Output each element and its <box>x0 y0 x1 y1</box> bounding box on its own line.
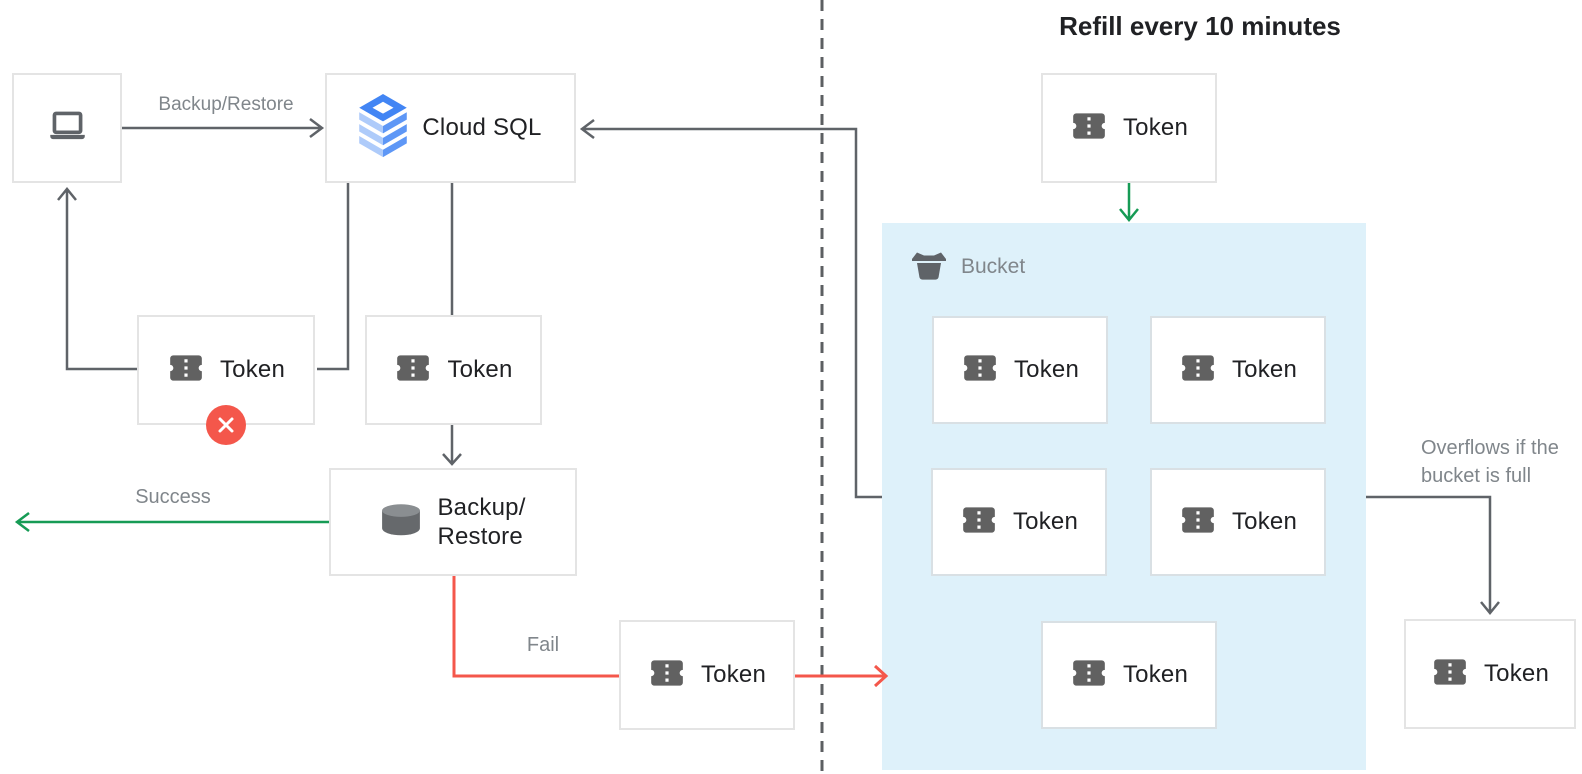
line-cloudsql-to-rejected-token <box>317 183 350 371</box>
token-node-refill: Token <box>1041 73 1217 183</box>
token-node-bucket-3: Token <box>931 468 1107 576</box>
overflow-note-line1: Overflows if the <box>1421 437 1559 459</box>
token-label: Token <box>1012 508 1079 535</box>
bucket-region: Bucket Token Token Token Token Token <box>882 223 1366 770</box>
arrow-token-to-backup-restore <box>442 425 462 466</box>
cloud-sql-label: Cloud SQL <box>422 114 542 141</box>
overflow-note-line2: bucket is full <box>1421 465 1532 487</box>
token-node-bucket-2: Token <box>1150 316 1326 424</box>
ticket-icon <box>960 501 998 544</box>
token-node-bucket-4: Token <box>1150 468 1326 576</box>
laptop-icon <box>44 103 90 154</box>
request-arrow-label: Backup/Restore <box>158 94 294 115</box>
token-label: Token <box>1231 508 1298 535</box>
token-label: Token <box>1231 356 1298 383</box>
token-node-bucket-1: Token <box>932 316 1108 424</box>
line-fail-to-token <box>452 576 619 678</box>
token-label: Token <box>1122 661 1189 688</box>
client-node <box>12 73 122 183</box>
ticket-icon <box>167 349 205 392</box>
error-x-icon <box>206 405 246 445</box>
arrow-fail-token-to-bucket <box>795 664 889 688</box>
token-node-failed: Token <box>619 620 795 730</box>
backup-restore-node: Backup/ Restore <box>329 468 577 576</box>
token-node-bucket-5: Token <box>1041 621 1217 729</box>
backup-restore-line2: Restore <box>437 523 523 550</box>
arrow-client-to-cloudsql <box>122 118 325 138</box>
arrow-bucket-to-cloudsql <box>579 119 882 499</box>
arrow-success <box>14 512 329 532</box>
success-label: Success <box>135 486 211 508</box>
token-node-overflow: Token <box>1404 619 1576 729</box>
token-label: Token <box>1013 356 1080 383</box>
ticket-icon <box>1070 107 1108 150</box>
backup-restore-label: Backup/ Restore <box>437 493 525 551</box>
overflow-note: Overflows if the bucket is full <box>1421 434 1559 490</box>
arrow-rejected-token-to-client <box>57 187 137 371</box>
ticket-icon <box>1179 501 1217 544</box>
token-label: Token <box>1483 660 1550 687</box>
backup-restore-line1: Backup/ <box>437 494 526 521</box>
bucket-header: Bucket <box>910 249 1025 285</box>
ticket-icon <box>394 349 432 392</box>
token-label: Token <box>219 356 286 383</box>
ticket-icon <box>1070 654 1108 697</box>
refill-title: Refill every 10 minutes <box>1059 11 1341 41</box>
cloud-sql-icon <box>359 93 408 163</box>
arrow-refill-token-to-bucket <box>1119 183 1139 222</box>
bucket-label: Bucket <box>961 255 1026 278</box>
bucket-icon <box>910 249 948 285</box>
fail-label: Fail <box>526 634 560 656</box>
ticket-icon <box>961 349 999 392</box>
ticket-icon <box>1179 349 1217 392</box>
token-label: Token <box>447 356 513 383</box>
token-label: Token <box>1122 114 1189 141</box>
cloud-sql-node: Cloud SQL <box>325 73 576 183</box>
ticket-icon <box>1431 653 1469 696</box>
arrow-bucket-overflow <box>1366 495 1500 615</box>
database-icon <box>380 503 422 542</box>
ticket-icon <box>648 654 686 697</box>
token-label: Token <box>700 661 767 688</box>
token-node-queued: Token <box>365 315 542 425</box>
